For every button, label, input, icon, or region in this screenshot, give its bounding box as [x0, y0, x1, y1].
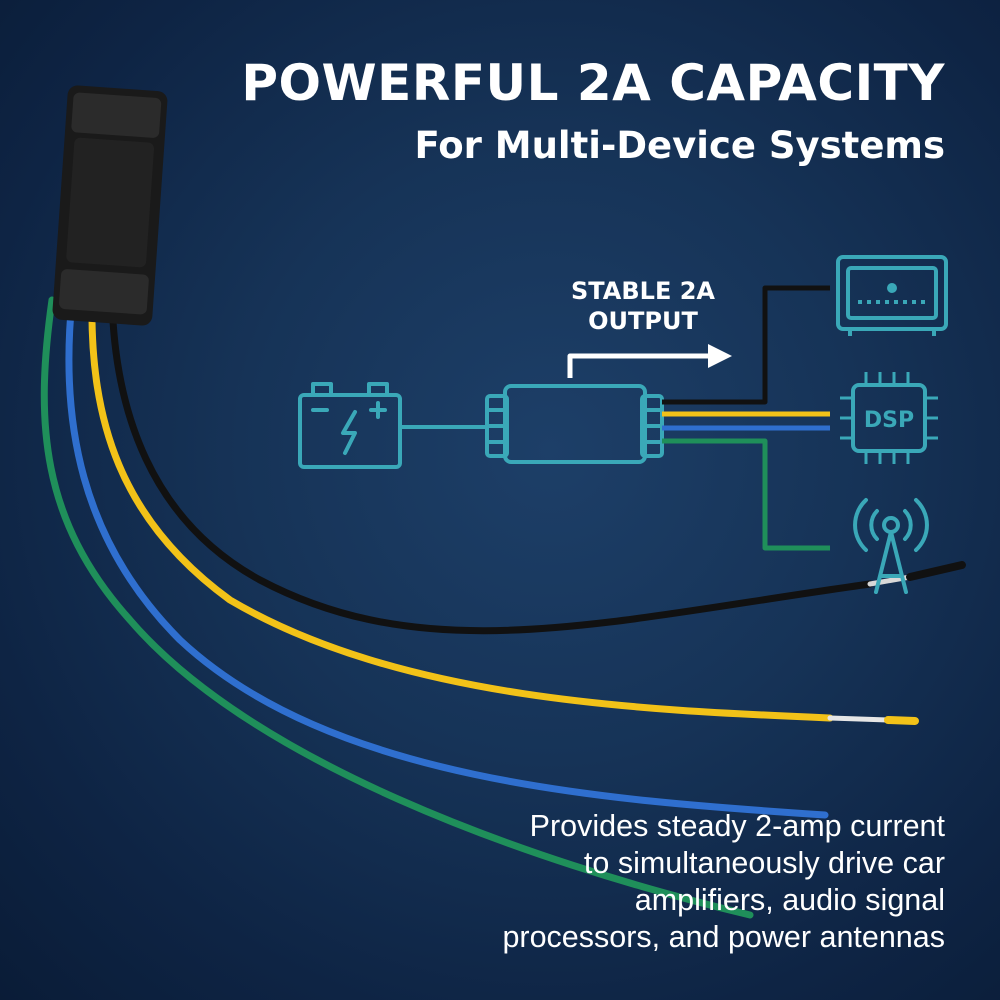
schematic-wires	[662, 285, 830, 551]
page-subtitle: For Multi-Device Systems	[414, 124, 945, 167]
description-line-4: processors, and power antennas	[502, 920, 945, 954]
dsp-label: DSP	[864, 408, 914, 433]
output-arrow-icon	[567, 344, 732, 378]
green-wire	[40, 296, 754, 919]
output-label-line1: STABLE 2A	[571, 277, 715, 305]
module-icon	[485, 384, 664, 464]
wire-bundle	[40, 296, 966, 919]
yellow-wire-tip	[884, 716, 919, 725]
description-line-2: to simultaneously drive car	[583, 846, 945, 880]
schematic-diagram	[298, 382, 664, 469]
schematic-green-wire	[662, 438, 830, 551]
description-line-3: amplifiers, audio signal	[634, 883, 945, 917]
output-label: STABLE 2A OUTPUT	[538, 276, 748, 336]
battery-icon	[298, 382, 402, 469]
yellow-wire	[88, 296, 834, 722]
yellow-wire-strand	[827, 715, 891, 723]
dsp-chip-icon: DSP	[840, 372, 938, 464]
description-line-1: Provides steady 2-amp current	[529, 809, 945, 843]
amplifier-icon	[836, 255, 948, 336]
black-wire-tip	[906, 561, 966, 581]
headline: POWERFUL 2A CAPACITY For Multi-Device Sy…	[241, 52, 945, 170]
schematic-black-wire	[662, 285, 830, 405]
black-wire	[108, 296, 874, 635]
converter-module	[52, 85, 168, 326]
description-text: Provides steady 2-amp current to simulta…	[465, 808, 945, 956]
antenna-icon	[853, 498, 929, 594]
blue-wire	[65, 296, 829, 819]
output-label-line2: OUTPUT	[588, 307, 698, 335]
page-title: POWERFUL 2A CAPACITY	[241, 54, 945, 112]
